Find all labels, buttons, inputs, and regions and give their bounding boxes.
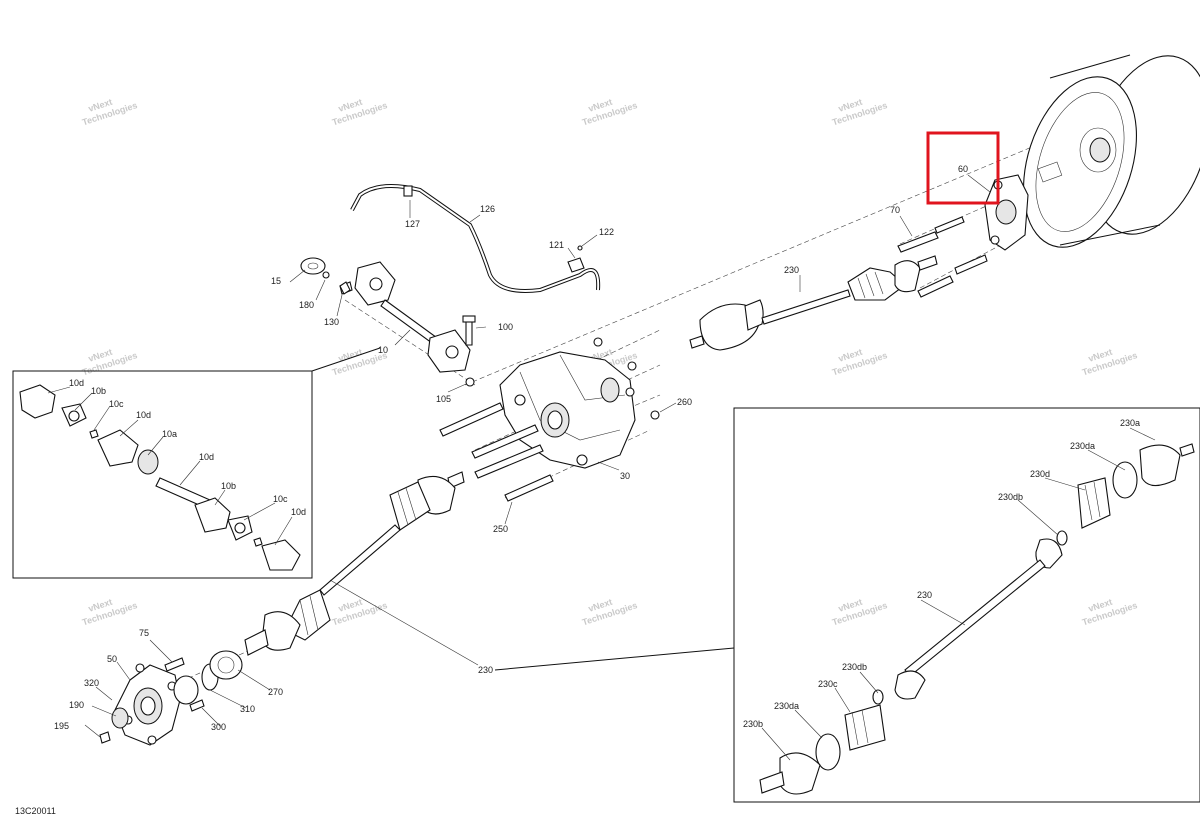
callout-230da: 230da xyxy=(1070,441,1095,451)
callout-60: 60 xyxy=(958,164,968,174)
differential-30 xyxy=(499,337,660,469)
callout-230b: 230b xyxy=(743,719,763,729)
callout-190: 190 xyxy=(69,700,84,710)
callout-10d: 10d xyxy=(291,507,306,517)
callout-10d: 10d xyxy=(136,410,151,420)
callout-230db: 230db xyxy=(842,662,867,672)
propeller-shaft-detail-inset xyxy=(12,347,381,579)
callout-300: 300 xyxy=(211,722,226,732)
callout-70: 70 xyxy=(890,205,900,215)
callout-260: 260 xyxy=(677,397,692,407)
propeller-shaft-10 xyxy=(339,261,471,373)
leader-lines xyxy=(47,174,1156,761)
stud-bolts-70 xyxy=(897,216,988,298)
nut-190 xyxy=(111,707,129,729)
callout-310: 310 xyxy=(240,704,255,714)
callout-10c: 10c xyxy=(273,494,288,504)
seal-and-fasteners xyxy=(300,257,351,295)
callout-230c: 230c xyxy=(818,679,838,689)
nut-105 xyxy=(465,377,475,387)
callout-270: 270 xyxy=(268,687,283,697)
callout-230d: 230d xyxy=(1030,469,1050,479)
callout-320: 320 xyxy=(84,678,99,688)
callout-100: 100 xyxy=(498,322,513,332)
cotter-pin-195 xyxy=(99,731,111,744)
callout-230: 230 xyxy=(917,590,932,600)
clamp-121 xyxy=(567,257,585,273)
callout-15: 15 xyxy=(271,276,281,286)
diagram-code: 13C20011 xyxy=(15,806,56,816)
callout-75: 75 xyxy=(139,628,149,638)
lower-drive-shaft-230 xyxy=(244,471,465,656)
highlight-box-part-60 xyxy=(926,131,1000,205)
upper-drive-shaft-230 xyxy=(689,255,938,351)
wheel-hub-60 xyxy=(984,174,1029,251)
callout-10d: 10d xyxy=(69,378,84,388)
callout-126: 126 xyxy=(480,204,495,214)
bolt-300 xyxy=(189,699,205,712)
stud-75 xyxy=(164,657,185,672)
wheel-rim xyxy=(1023,54,1200,248)
callout-250: 250 xyxy=(493,524,508,534)
callout-230: 230 xyxy=(784,265,799,275)
hose-clip-127 xyxy=(403,185,413,197)
callout-10a: 10a xyxy=(162,429,177,439)
callout-195: 195 xyxy=(54,721,69,731)
callout-230da: 230da xyxy=(774,701,799,711)
callout-50: 50 xyxy=(107,654,117,664)
callout-30: 30 xyxy=(620,471,630,481)
fitting-122 xyxy=(577,245,583,251)
callout-10b: 10b xyxy=(221,481,236,491)
callout-10: 10 xyxy=(378,345,388,355)
callout-labels: 127 126 121 122 15 180 130 10 100 105 26… xyxy=(54,164,1140,732)
callout-130: 130 xyxy=(324,317,339,327)
callout-122: 122 xyxy=(599,227,614,237)
callout-10b: 10b xyxy=(91,386,106,396)
bolt-100 xyxy=(462,315,476,346)
callout-230db: 230db xyxy=(998,492,1023,502)
bolts-250 xyxy=(439,402,554,502)
callout-127: 127 xyxy=(405,219,420,229)
callout-10c: 10c xyxy=(109,399,124,409)
callout-230a: 230a xyxy=(1120,418,1140,428)
callout-180: 180 xyxy=(299,300,314,310)
hub-50-assembly xyxy=(99,650,243,746)
callout-10d: 10d xyxy=(199,452,214,462)
drive-shaft-detail-inset xyxy=(494,407,1200,803)
callout-230-lower: 230 xyxy=(478,665,493,675)
vent-hose-126 xyxy=(350,184,601,293)
callout-105: 105 xyxy=(436,394,451,404)
callout-121: 121 xyxy=(549,240,564,250)
